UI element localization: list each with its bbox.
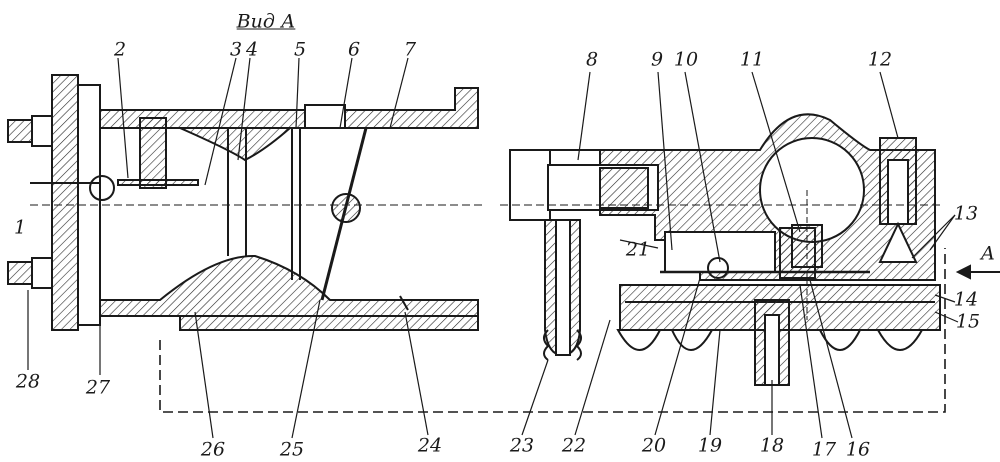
label-28: 28 (15, 370, 41, 393)
view-title: Вид А (236, 10, 296, 33)
view-arrow-letter: А (980, 242, 996, 265)
label-27: 27 (85, 376, 111, 399)
label-24: 24 (417, 434, 443, 457)
label-15: 15 (955, 310, 981, 333)
label-13: 13 (953, 202, 979, 225)
label-22: 22 (561, 434, 587, 457)
label-12: 12 (867, 48, 893, 71)
label-3: 3 (229, 38, 243, 61)
lower-fitting (7, 257, 53, 289)
label-1: 1 (13, 216, 27, 239)
label-19: 19 (697, 434, 723, 457)
label-11: 11 (739, 48, 765, 71)
label-10: 10 (673, 48, 699, 71)
label-7: 7 (403, 38, 417, 61)
left-flange (51, 74, 79, 331)
left-housing (7, 74, 485, 331)
label-8: 8 (585, 48, 599, 71)
label-4: 4 (245, 38, 259, 61)
label-21: 21 (625, 238, 651, 261)
label-25: 25 (279, 438, 305, 461)
view-arrow (955, 264, 1000, 280)
label-26: 26 (200, 438, 226, 461)
label-20: 20 (641, 434, 667, 457)
label-23: 23 (509, 434, 535, 457)
leader-lines (27, 57, 959, 439)
label-18: 18 (759, 434, 785, 457)
label-16: 16 (845, 438, 871, 461)
label-17: 17 (811, 438, 837, 461)
upper-fitting (7, 115, 53, 147)
right-housing (159, 113, 946, 413)
label-14: 14 (953, 288, 979, 311)
label-5: 5 (293, 38, 307, 61)
label-2: 2 (113, 38, 127, 61)
label-6: 6 (347, 38, 361, 61)
inlet-tube (509, 149, 551, 221)
label-9: 9 (650, 48, 664, 71)
